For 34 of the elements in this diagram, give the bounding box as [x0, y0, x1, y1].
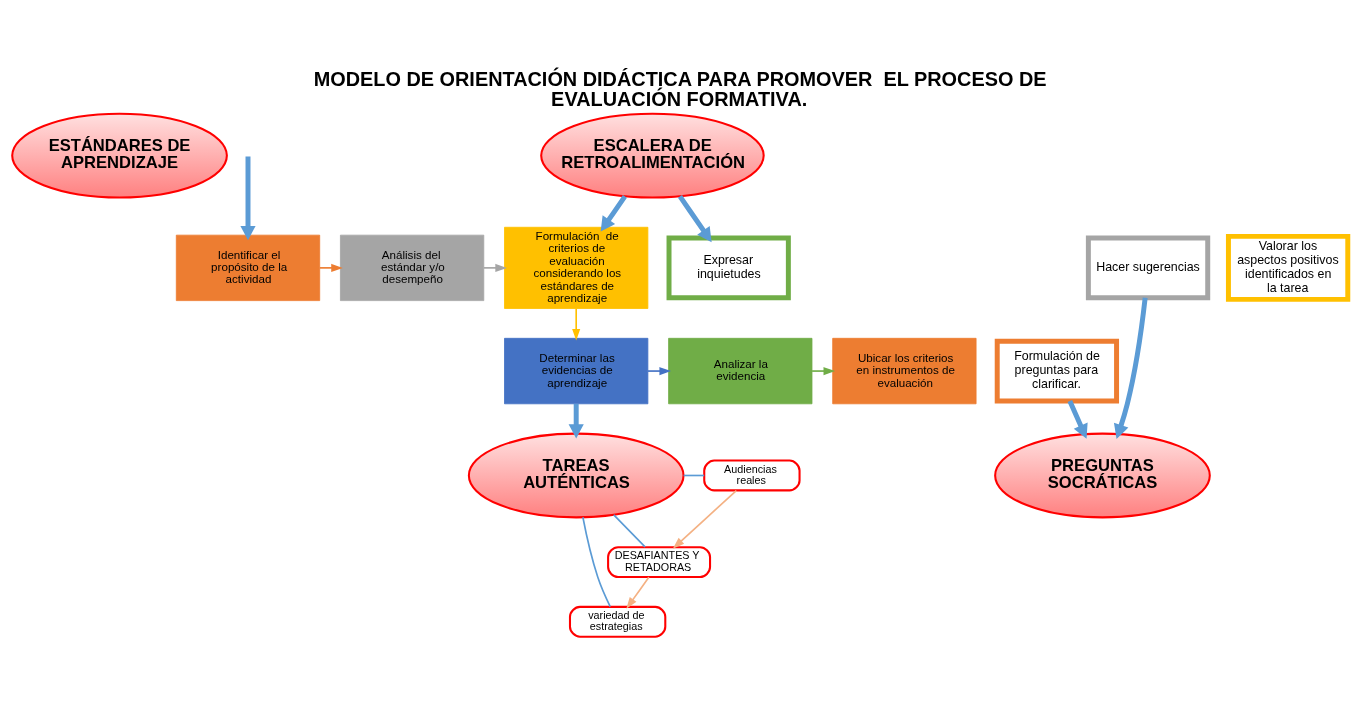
- arrow: [1113, 297, 1148, 439]
- node-box: Expresar inquietudes: [666, 235, 791, 301]
- diagram-title: MODELO DE ORIENTACIÓN DIDÁCTICA PARA PROMOVER EL PROCESO DE EVALUACIÓN FORMATIVA.: [313, 67, 1047, 110]
- connector: [612, 513, 646, 548]
- node-box: Formulación de criterios de evaluación considerando los estándares de aprendizaje: [504, 226, 649, 309]
- node-box: Valorar los aspectos positivos identificados en la tarea: [1225, 233, 1351, 302]
- node-box: DESAFIANTES Y RETADORAS: [607, 546, 712, 579]
- node-box: Análisis del estándar y/o desempeño: [340, 234, 485, 302]
- arrow: [568, 403, 584, 439]
- connector: [582, 516, 612, 608]
- arrow: [483, 263, 507, 272]
- arrow: [647, 367, 672, 376]
- node-box: Hacer sugerencias: [1085, 235, 1211, 301]
- arrow: [677, 194, 712, 243]
- node-box: Analizar la evidencia: [668, 337, 813, 405]
- node-box: Formulación de preguntas para clarificar.: [994, 338, 1120, 404]
- arrow: [626, 576, 650, 609]
- arrow: [240, 156, 256, 241]
- node-ellipse: PREGUNTAS SOCRÁTICAS: [994, 432, 1211, 519]
- arrow: [572, 307, 581, 341]
- arrow: [600, 194, 627, 232]
- arrow: [1067, 400, 1088, 439]
- node-ellipse: TAREAS AUTÉNTICAS: [467, 432, 685, 519]
- arrow: [318, 263, 343, 272]
- node-box: Ubicar los criterios en instrumentos de evaluación: [832, 337, 977, 405]
- node-box: Audiencias reales: [703, 459, 801, 492]
- node-ellipse: ESTÁNDARES DE APRENDIZAJE: [11, 112, 228, 199]
- node-box: Determinar las evidencias de aprendizaje: [504, 337, 649, 405]
- node-ellipse: ESCALERA DE RETROALIMENTACIÓN: [540, 112, 765, 199]
- arrow: [672, 489, 738, 549]
- node-box: variedad de estrategias: [568, 605, 667, 638]
- node-box: Identificar el propósito de la actividad: [175, 234, 321, 302]
- connector: [682, 474, 705, 477]
- arrow: [811, 367, 836, 376]
